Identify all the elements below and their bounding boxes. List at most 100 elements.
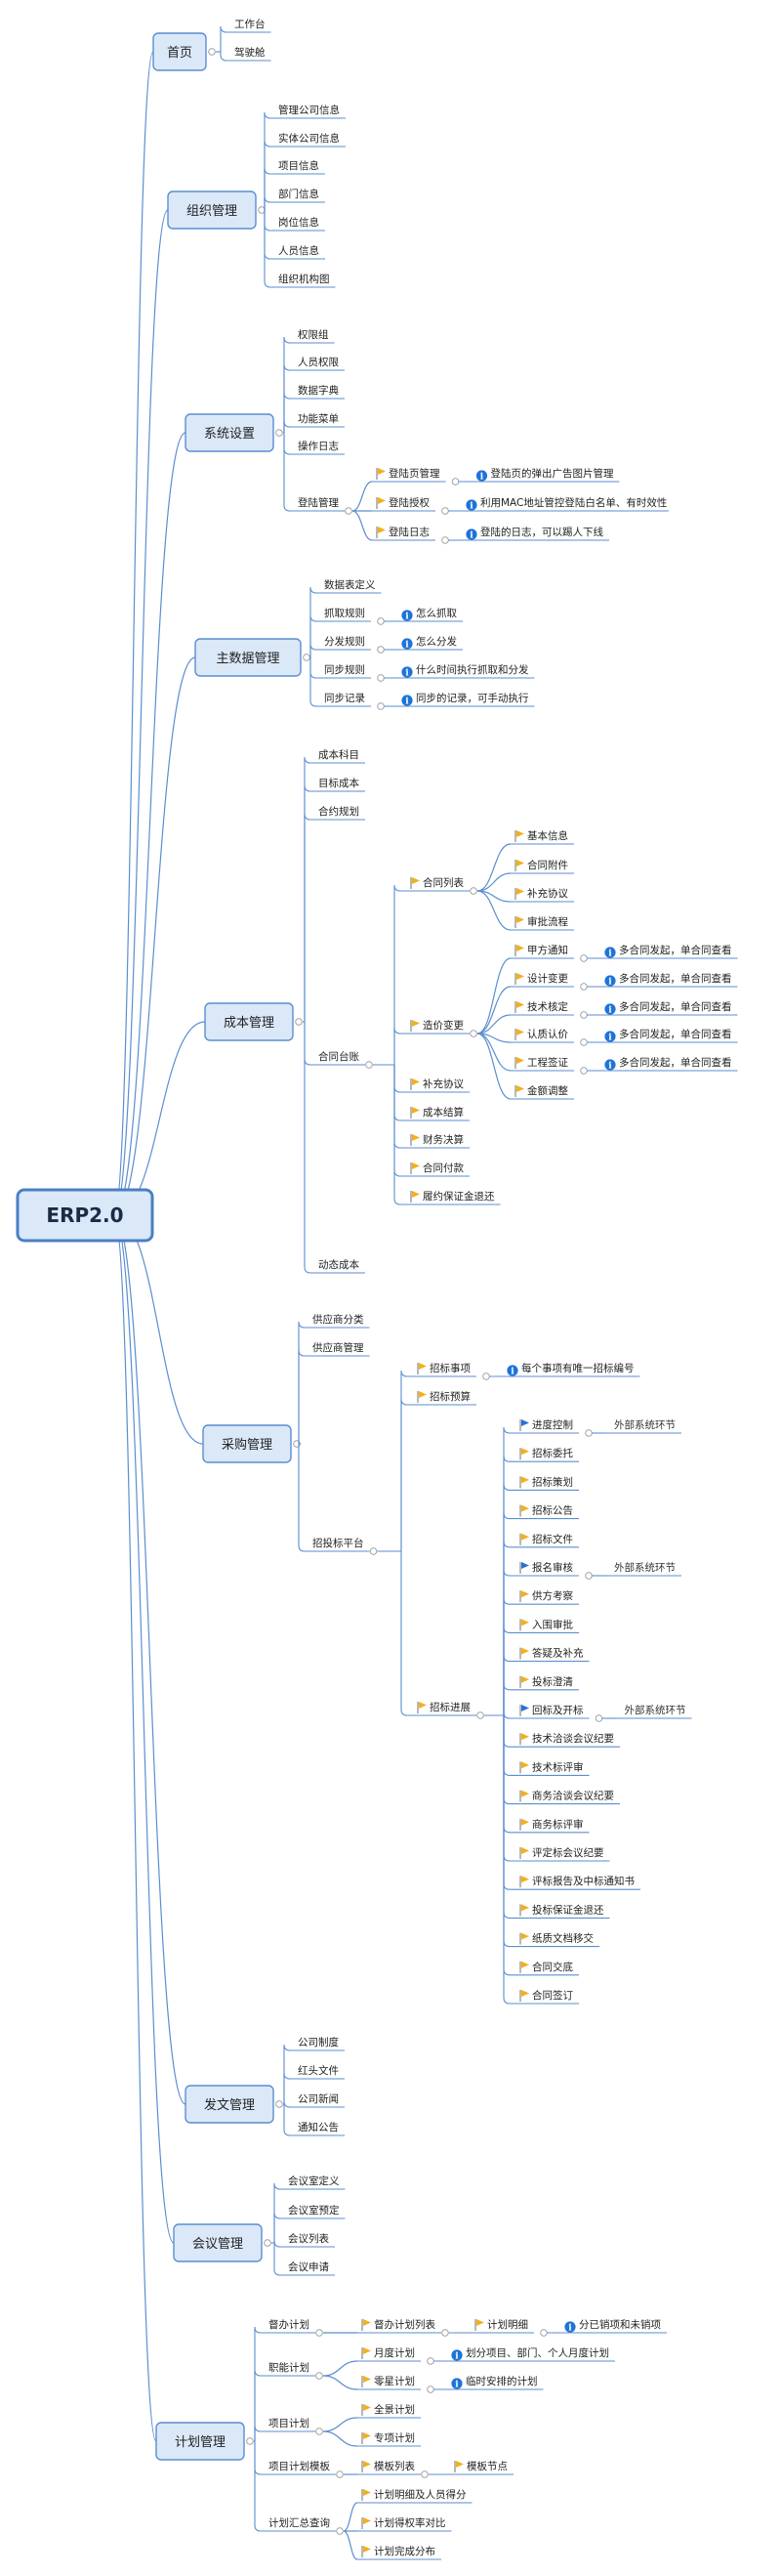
- flag-icon: [521, 1619, 529, 1626]
- grandchild-label: 月度计划: [374, 2346, 415, 2359]
- connector-line: [503, 1715, 515, 1976]
- flag-icon: [412, 1191, 420, 1198]
- collapse-dot-icon[interactable]: [369, 1547, 378, 1555]
- collapse-dot-icon[interactable]: [580, 1067, 588, 1075]
- connector-line: [400, 1370, 413, 1551]
- flag-icon: [521, 1932, 529, 1940]
- flag-icon: [521, 1562, 529, 1569]
- collapse-dot-icon[interactable]: [580, 954, 588, 962]
- connector-line: [283, 433, 296, 455]
- collapse-dot-icon[interactable]: [264, 2239, 271, 2247]
- collapse-dot-icon[interactable]: [482, 1372, 490, 1380]
- grandchild-label: 财务决算: [423, 1133, 464, 1146]
- collapse-dot-icon[interactable]: [303, 654, 310, 661]
- connector-line: [264, 140, 276, 210]
- child-label: 会议室预定: [288, 2204, 340, 2217]
- collapse-dot-icon[interactable]: [441, 507, 449, 515]
- collapse-dot-icon[interactable]: [595, 1714, 603, 1722]
- collapse-dot-icon[interactable]: [377, 702, 385, 710]
- collapse-dot-icon[interactable]: [336, 2527, 344, 2535]
- child-label: 招投标平台: [312, 1537, 364, 1549]
- branch-master[interactable]: [194, 638, 302, 677]
- child-label: 合同台账: [318, 1050, 359, 1063]
- collapse-dot-icon[interactable]: [315, 2372, 323, 2380]
- connector-line: [113, 1214, 186, 2105]
- info-icon: [451, 2349, 463, 2361]
- collapse-dot-icon[interactable]: [451, 478, 460, 486]
- connector-line: [113, 51, 154, 1216]
- branch-home[interactable]: [152, 32, 207, 71]
- collapse-dot-icon[interactable]: [295, 1018, 303, 1026]
- collapse-dot-icon[interactable]: [585, 1429, 593, 1437]
- child-label: 同步记录: [324, 693, 365, 704]
- connector-line: [220, 25, 232, 52]
- branch-label: 主数据管理: [216, 652, 279, 666]
- info-icon-glyph: i: [608, 978, 612, 988]
- collapse-dot-icon[interactable]: [377, 674, 385, 682]
- branch-cost[interactable]: [204, 1002, 294, 1041]
- collapse-dot-icon[interactable]: [275, 429, 283, 437]
- collapse-dot-icon[interactable]: [275, 2100, 283, 2108]
- connector-line: [254, 2326, 267, 2441]
- collapse-dot-icon[interactable]: [427, 2386, 434, 2393]
- collapse-dot-icon[interactable]: [580, 1011, 588, 1019]
- grandchild-label: 计划明细及人员得分: [374, 2488, 467, 2501]
- collapse-dot-icon[interactable]: [315, 2329, 323, 2337]
- branch-purchase[interactable]: [202, 1424, 292, 1463]
- collapse-dot-icon[interactable]: [345, 507, 352, 515]
- collapse-dot-icon[interactable]: [476, 1711, 484, 1719]
- collapse-dot-icon[interactable]: [580, 1038, 588, 1046]
- collapse-dot-icon[interactable]: [377, 617, 385, 625]
- info-icon: [507, 1365, 518, 1376]
- collapse-dot-icon[interactable]: [441, 2329, 449, 2337]
- flag-icon: [363, 2461, 371, 2468]
- collapse-dot-icon[interactable]: [208, 48, 216, 56]
- info-icon: [604, 1003, 616, 1015]
- branch-plan[interactable]: [155, 2422, 245, 2461]
- flag-icon: [521, 1790, 529, 1797]
- collapse-dot-icon[interactable]: [470, 1030, 477, 1037]
- flag-icon: [363, 2517, 371, 2524]
- connector-line: [503, 1569, 515, 1715]
- connector-line: [304, 784, 316, 1022]
- collapse-dot-icon[interactable]: [441, 536, 449, 544]
- connector-line: [503, 1512, 515, 1715]
- collapse-dot-icon[interactable]: [258, 206, 266, 214]
- flag-icon: [516, 830, 524, 837]
- flag-icon: [521, 1504, 529, 1512]
- note-label: 每个事项有唯一招标编号: [521, 1362, 635, 1374]
- branch-sys[interactable]: [185, 413, 274, 452]
- great-grandchild-label: 模板节点: [467, 2460, 508, 2472]
- grandchild-label: 履约保证金退还: [423, 1190, 495, 1203]
- flag-icon: [516, 973, 524, 980]
- collapse-dot-icon[interactable]: [580, 983, 588, 991]
- branch-label: 计划管理: [175, 2435, 226, 2450]
- child-label: 成本科目: [318, 748, 359, 761]
- collapse-dot-icon[interactable]: [421, 2470, 429, 2478]
- branch-org[interactable]: [167, 190, 257, 230]
- connector-line: [503, 1655, 515, 1715]
- flag-icon: [456, 2461, 464, 2468]
- collapse-dot-icon[interactable]: [540, 2329, 548, 2337]
- collapse-dot-icon[interactable]: [315, 2428, 323, 2435]
- collapse-dot-icon[interactable]: [365, 1061, 373, 1069]
- great-grandchild-label: 合同附件: [527, 859, 568, 871]
- collapse-dot-icon[interactable]: [427, 2357, 434, 2365]
- connector-line: [503, 1484, 515, 1715]
- connector-line: [298, 1321, 310, 1444]
- branch-meeting[interactable]: [173, 2223, 263, 2262]
- great-grandchild-label: 供方考察: [532, 1589, 573, 1602]
- connector-line: [264, 210, 276, 288]
- connector-line: [113, 1214, 175, 2244]
- connector-line: [476, 843, 512, 892]
- collapse-dot-icon[interactable]: [585, 1572, 593, 1580]
- note-label: 多合同发起，单合同查看: [619, 972, 732, 985]
- great-grandchild-label: 甲方通知: [527, 944, 568, 956]
- collapse-dot-icon[interactable]: [377, 646, 385, 654]
- connector-line: [476, 890, 512, 931]
- branch-doc[interactable]: [185, 2085, 274, 2124]
- collapse-dot-icon[interactable]: [470, 887, 477, 895]
- collapse-dot-icon[interactable]: [336, 2470, 344, 2478]
- collapse-dot-icon[interactable]: [246, 2437, 254, 2445]
- root-node[interactable]: [16, 1188, 154, 1243]
